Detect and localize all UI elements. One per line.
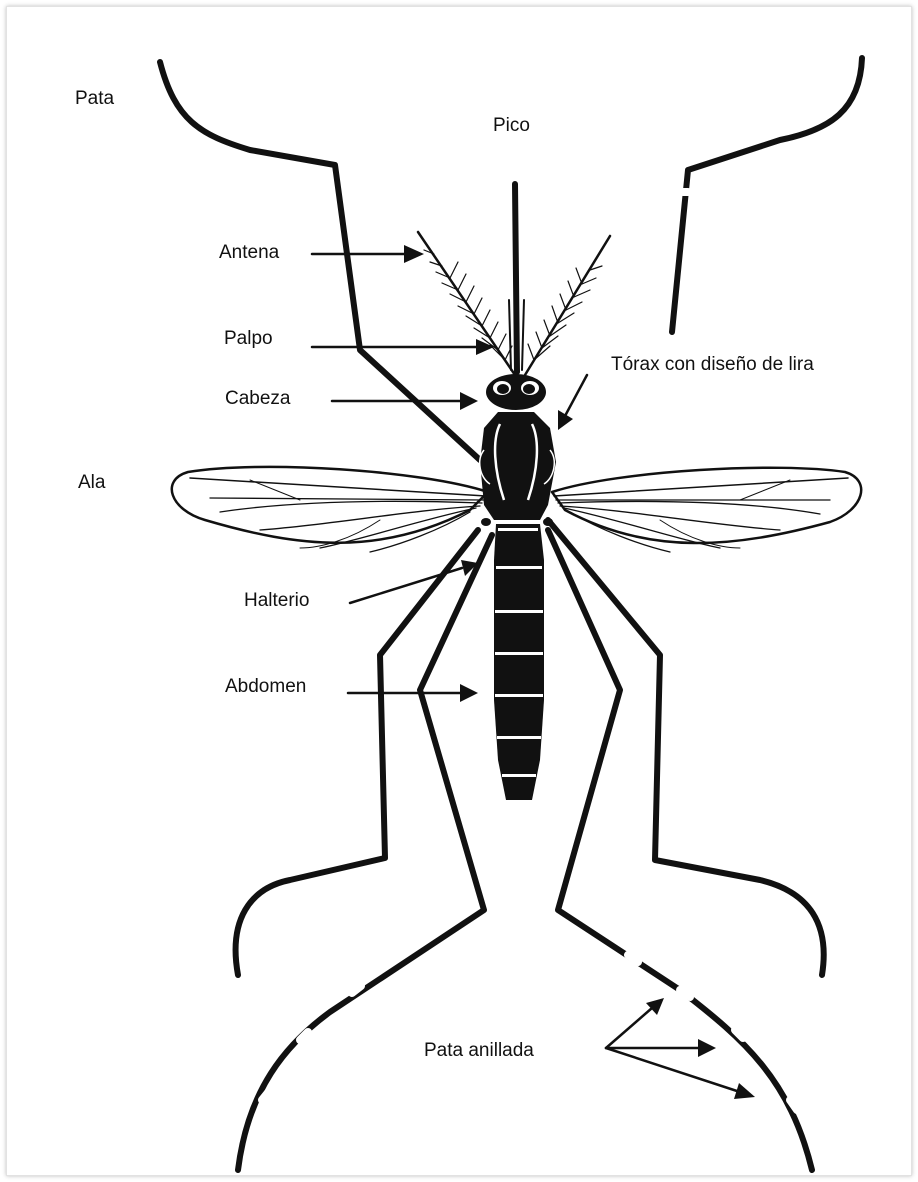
hind-leg-left	[238, 535, 492, 1170]
label-palpo: Palpo	[224, 328, 273, 350]
antenna-left	[418, 232, 515, 375]
label-ala: Ala	[78, 472, 105, 494]
middle-leg-right	[548, 520, 824, 975]
wing-left	[172, 467, 488, 552]
label-halterio: Halterio	[244, 590, 309, 612]
proboscis	[515, 184, 517, 372]
label-abdomen: Abdomen	[225, 676, 306, 698]
label-torax: Tórax con diseño de lira	[611, 354, 814, 376]
label-pata: Pata	[75, 88, 114, 110]
label-pico: Pico	[493, 115, 530, 137]
label-antena: Antena	[219, 242, 279, 264]
front-leg-right	[672, 58, 862, 332]
abdomen	[494, 524, 544, 800]
thorax	[480, 412, 556, 520]
wing-right	[552, 468, 861, 552]
hind-leg-right	[548, 530, 812, 1170]
label-cabeza: Cabeza	[225, 388, 291, 410]
head	[486, 374, 546, 410]
antenna-right	[525, 236, 610, 375]
label-pata-anillada: Pata anillada	[424, 1040, 534, 1062]
